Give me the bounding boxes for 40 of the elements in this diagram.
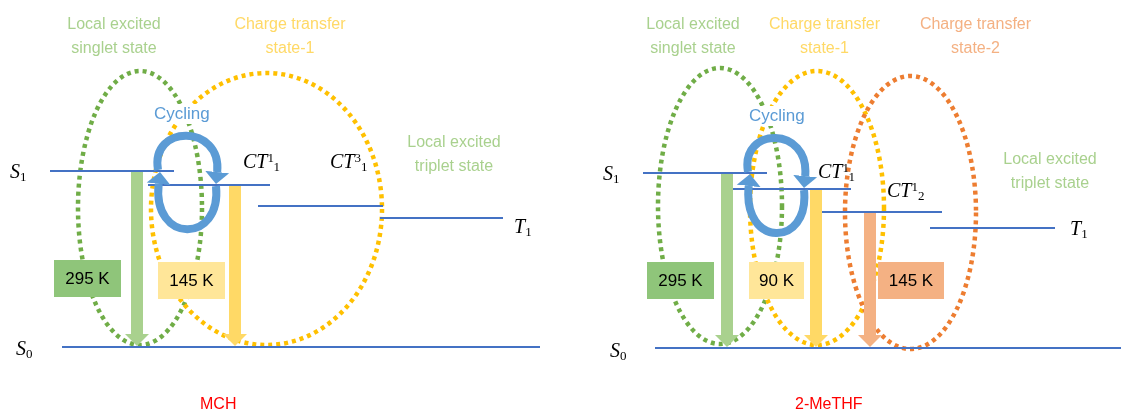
panel-caption: MCH bbox=[200, 394, 237, 414]
curved-arrow bbox=[743, 134, 818, 189]
energy-level-line bbox=[643, 172, 767, 174]
temperature-label: 295 K bbox=[647, 262, 714, 299]
state-label: Local excited singlet state bbox=[645, 14, 741, 58]
energy-level-line bbox=[380, 217, 503, 219]
energy-level-line bbox=[930, 227, 1055, 229]
state-label: Local excited triplet state bbox=[406, 132, 502, 176]
edge-label: Cycling bbox=[152, 104, 212, 124]
level-label: S$_{1}$ bbox=[10, 159, 27, 186]
edge-label: Cycling bbox=[747, 106, 807, 126]
level-label: S$_{1}$ bbox=[603, 161, 620, 188]
state-label: Charge transfer state-2 bbox=[918, 14, 1033, 58]
state-label: Charge transfer state-1 bbox=[233, 14, 347, 58]
level-label: T$_{1}$ bbox=[1070, 216, 1088, 243]
level-label: T$_{1}$ bbox=[514, 214, 532, 241]
temperature-label: 90 K bbox=[749, 262, 804, 299]
curved-arrow bbox=[153, 131, 230, 185]
transition-arrow bbox=[858, 213, 882, 347]
curved-arrow bbox=[146, 171, 220, 234]
level-label: S$_{0}$ bbox=[16, 336, 33, 363]
panel-caption: 2-MeTHF bbox=[795, 394, 863, 414]
energy-level-line bbox=[258, 205, 383, 207]
curved-arrow bbox=[736, 173, 809, 237]
transition-arrow bbox=[804, 190, 828, 347]
temperature-label: 295 K bbox=[54, 260, 121, 297]
state-label: Local excited triplet state bbox=[1002, 149, 1098, 193]
energy-level-line bbox=[50, 170, 174, 172]
level-label: S$_{0}$ bbox=[610, 338, 627, 365]
transition-arrow bbox=[223, 186, 247, 346]
state-label: Charge transfer state-1 bbox=[767, 14, 882, 58]
transition-arrow bbox=[125, 172, 149, 346]
transition-arrow bbox=[715, 174, 739, 347]
temperature-label: 145 K bbox=[158, 262, 225, 299]
energy-level-line bbox=[655, 347, 1121, 349]
temperature-label: 145 K bbox=[878, 262, 944, 299]
energy-level-line bbox=[733, 188, 851, 190]
state-label: Local excited singlet state bbox=[66, 14, 162, 58]
energy-level-line bbox=[148, 184, 270, 186]
energy-level-line bbox=[62, 346, 540, 348]
